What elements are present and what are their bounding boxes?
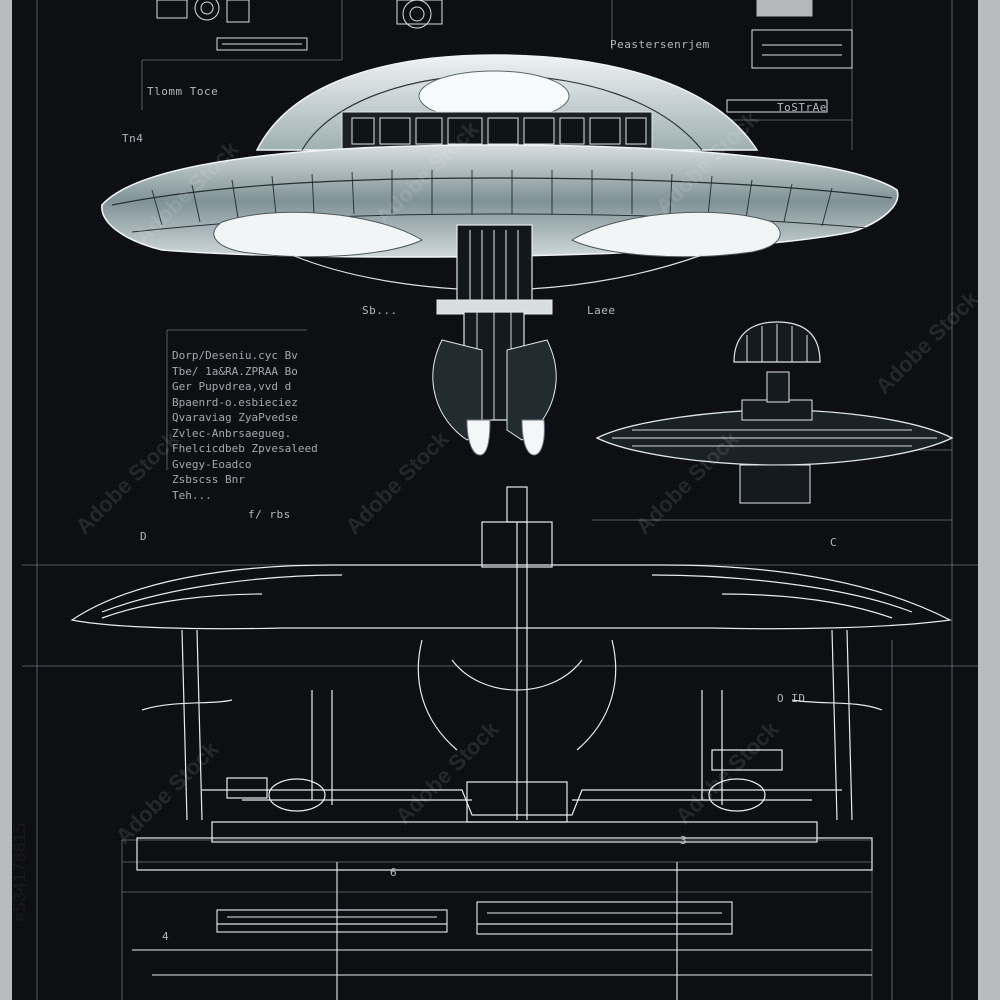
dimension-b: 3 [680, 834, 688, 847]
spec-note-line: Zvlec-Anbrsaegueg. [172, 426, 292, 440]
spec-notes-block: Dorp/Deseniu.cyc Bv Tbe/ 1a&RA.ZPRAA Bo … [172, 348, 372, 503]
lander-wireframe [70, 486, 952, 871]
spec-note-line: Gvegy-Eoadco [172, 457, 252, 471]
side-view-saucer [595, 321, 954, 504]
reference-d: O ID [777, 692, 806, 705]
spec-note-line: Dorp/Deseniu.cyc Bv [172, 349, 298, 362]
saucer-top-view [101, 54, 899, 315]
reference-e: 4 [162, 930, 170, 943]
spec-note-line: Bpaenrd-o.esbieciez [172, 395, 298, 409]
spec-note-line: Fhelcicdbeb Zpvesaleed [172, 442, 318, 455]
top-detail-parts [156, 0, 853, 113]
spec-note-line: Qvaraviag ZyaPvedse [172, 411, 298, 424]
blueprint-drawing [12, 0, 978, 1000]
blueprint-sheet: Peastersenrjem Tlomm Toce Tn4 ToSTrAe Sb… [12, 0, 978, 1000]
spec-note-line: Teh... [172, 488, 212, 502]
bottom-rail-section [132, 862, 872, 1000]
spec-note-line: Ger Pupvdrea,vvd d [172, 380, 292, 393]
side-tag-lower: Tn4 [122, 132, 144, 145]
mid-note-right: Laee [587, 304, 616, 317]
caption-bottom-left: f/ rbs [248, 508, 291, 521]
side-tag-upper: Tlomm Toce [147, 85, 219, 98]
spec-note-line: Zsbscss Bnr [172, 473, 245, 486]
section-marker: D [140, 530, 148, 543]
header-label-right: Peastersenrjem [610, 38, 710, 51]
dimension-c: C [830, 536, 838, 549]
mid-note-left: Sb... [362, 304, 398, 317]
side-note-right: ToSTrAe [777, 101, 827, 114]
thruster-assembly [432, 311, 557, 456]
spec-note-line: Tbe/ 1a&RA.ZPRAA Bo [172, 364, 298, 378]
dimension-a: 6 [390, 866, 398, 879]
